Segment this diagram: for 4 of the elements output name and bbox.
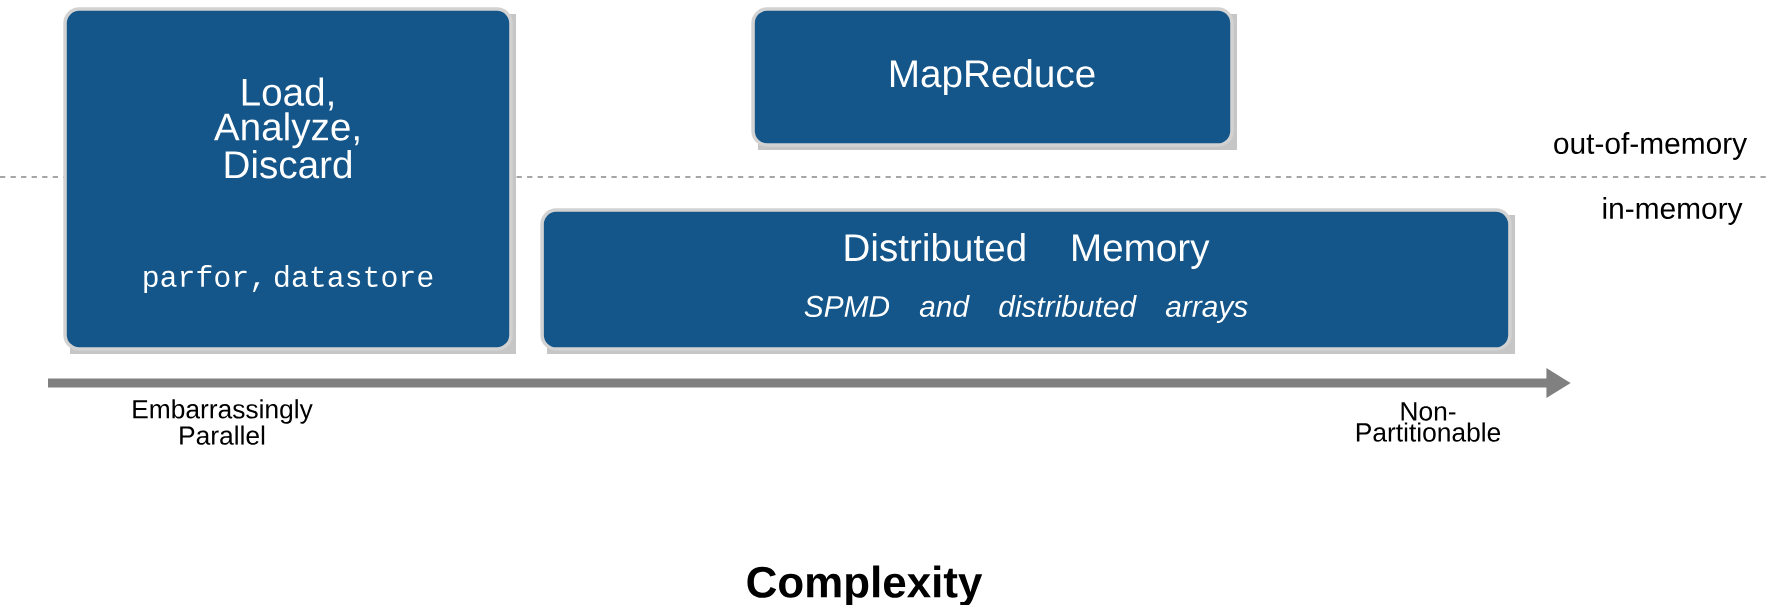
axis-end-label: Embarrassingly Parallel [133, 399, 313, 445]
axis-end-label: Non-Partitionable [1356, 402, 1501, 442]
label-text: out-of-memory [1554, 132, 1748, 160]
label-text: in-memory [1603, 197, 1743, 225]
